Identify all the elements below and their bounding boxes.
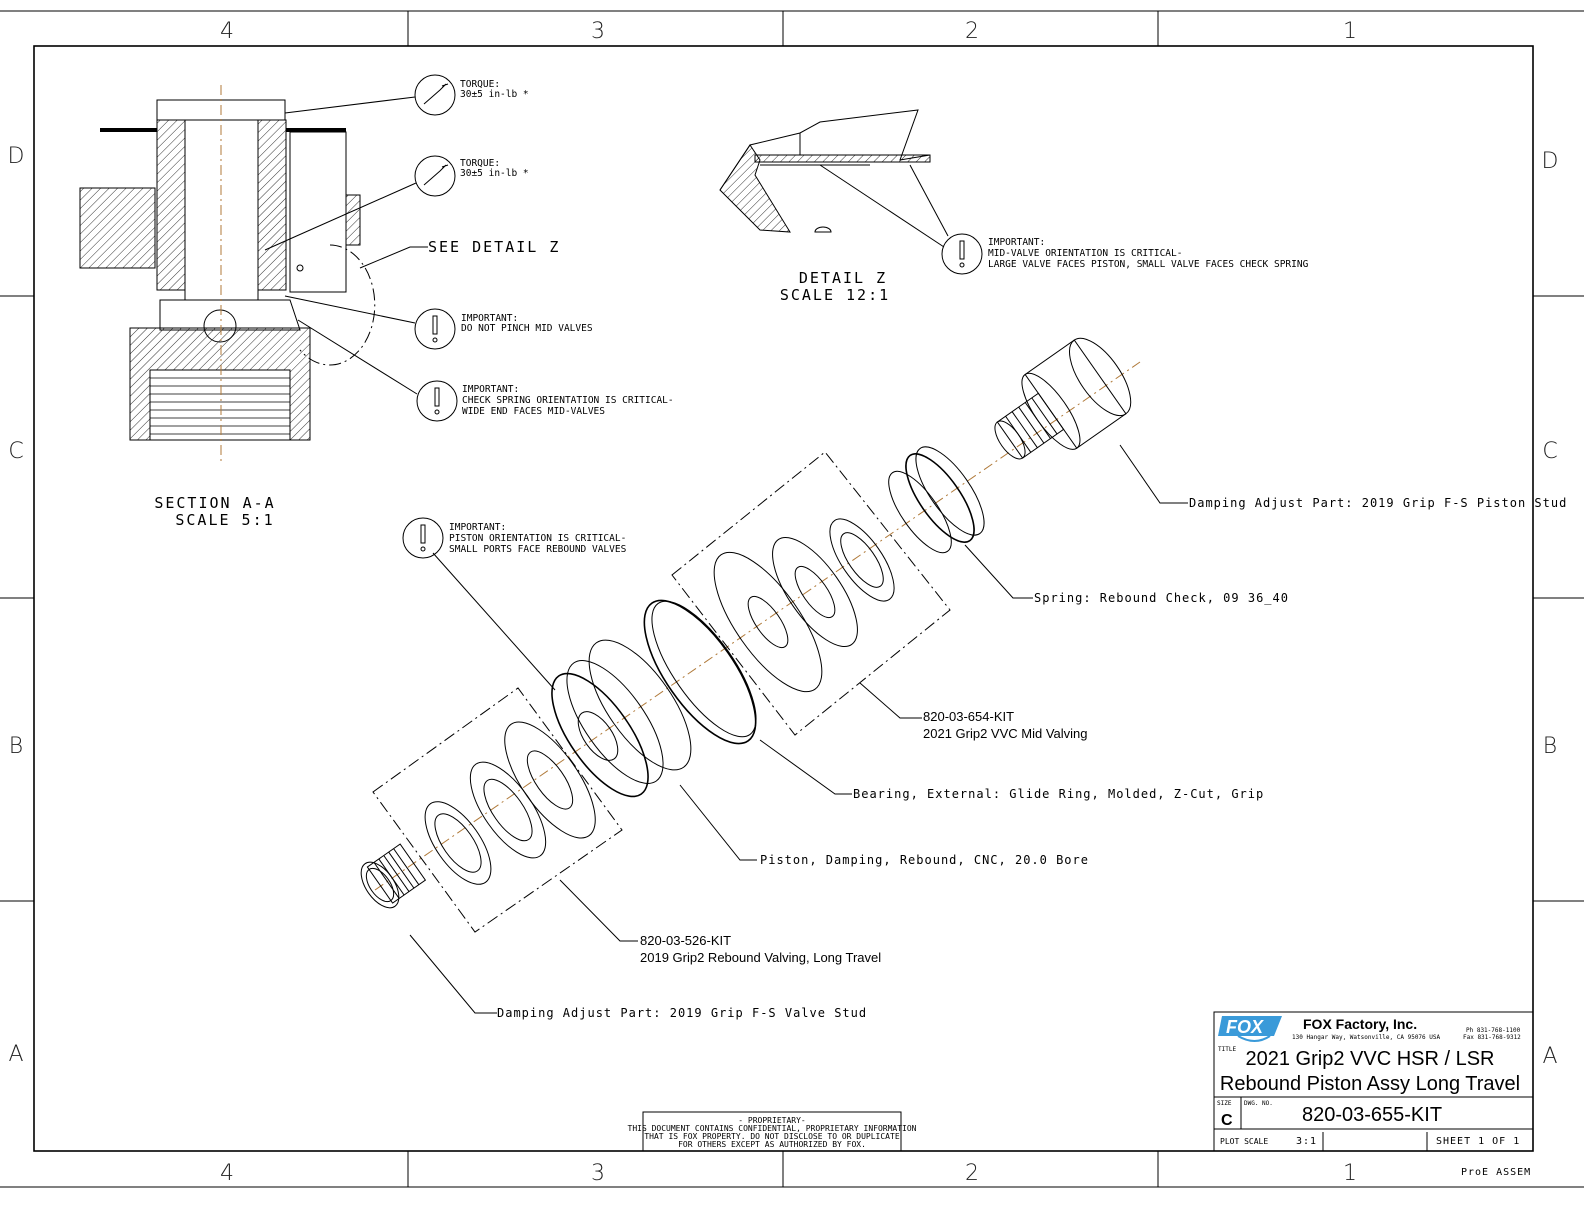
company-name: FOX Factory, Inc. (1303, 1016, 1417, 1032)
section-title: SECTION A-A (154, 494, 275, 512)
warning-icon (416, 380, 458, 422)
torque-note-2: TORQUE: 30±5 in-lb * (264, 155, 529, 251)
zone-row-right-b: B (1543, 734, 1557, 759)
proprietary-notice: - PROPRIETARY- THIS DOCUMENT CONTAINS CO… (628, 1111, 917, 1152)
label-rebound-kit-number: 820-03-526-KIT (640, 933, 731, 948)
company-address: 130 Hangar Way, Watsonville, CA 95076 US… (1292, 1034, 1440, 1041)
title-label: TITLE (1218, 1046, 1236, 1053)
label-spring: Spring: Rebound Check, 09 36_40 (1034, 591, 1289, 605)
torque-wrench-icon (414, 74, 456, 116)
torque-note-1-label: TORQUE: (460, 79, 500, 90)
zone-row-right-c: C (1542, 439, 1557, 464)
important-pinch-text: DO NOT PINCH MID VALVES (461, 323, 593, 334)
torque-note-1: TORQUE: 30±5 in-lb * (284, 74, 529, 116)
company-phone: Ph 831-768-1100 (1466, 1027, 1521, 1034)
dwg-no-label: DWG. NO. (1244, 1100, 1273, 1107)
plot-scale-value: 3:1 (1296, 1136, 1317, 1147)
warning-icon (414, 308, 456, 350)
piston-note-text-1: PISTON ORIENTATION IS CRITICAL- (449, 533, 626, 544)
proprietary-text-1: THIS DOCUMENT CONTAINS CONFIDENTIAL, PRO… (628, 1124, 917, 1133)
zone-row-left-a: A (8, 1042, 23, 1067)
see-detail-callout: SEE DETAIL Z (359, 238, 560, 269)
detail-note-text-2: LARGE VALVE FACES PISTON, SMALL VALVE FA… (988, 259, 1309, 270)
drawing-title-1: 2021 Grip2 VVC HSR / LSR (1246, 1048, 1495, 1070)
company-fax: Fax 831-768-9312 (1463, 1034, 1521, 1041)
wrench-glyph (423, 83, 449, 105)
size-label: SIZE (1217, 1100, 1232, 1107)
label-mid-kit-number: 820-03-654-KIT (923, 709, 1014, 724)
important-spring-text-2: WIDE END FACES MID-VALVES (462, 406, 605, 417)
zone-col-bottom-4: 4 (220, 1161, 234, 1186)
fox-logo: FOX (1218, 1016, 1282, 1042)
proprietary-text-2: THAT IS FOX PROPERTY. DO NOT DISCLOSE TO… (644, 1132, 899, 1141)
label-bearing: Bearing, External: Glide Ring, Molded, Z… (853, 787, 1264, 801)
piston-stud (994, 337, 1132, 460)
drawing-number: 820-03-655-KIT (1302, 1104, 1442, 1126)
plot-scale-label: PLOT SCALE (1220, 1137, 1268, 1146)
zone-col-bottom-2: 2 (965, 1161, 979, 1186)
piston (551, 639, 692, 798)
zone-labels: 4 3 2 1 4 3 2 1 D C B A D C B A (8, 19, 1559, 1186)
torque-note-2-value: 30±5 in-lb * (460, 168, 529, 179)
glide-ring (643, 599, 757, 745)
check-spring (888, 446, 985, 554)
label-rebound-kit-name: 2019 Grip2 Rebound Valving, Long Travel (640, 950, 881, 965)
label-piston: Piston, Damping, Rebound, CNC, 20.0 Bore (760, 853, 1089, 867)
label-valve-stud: Damping Adjust Part: 2019 Grip F-S Valve… (497, 1006, 867, 1020)
zone-row-left-c: C (8, 439, 23, 464)
wrench-glyph (423, 164, 449, 186)
proprietary-heading: - PROPRIETARY- (738, 1116, 805, 1125)
detail-title: DETAIL Z (799, 269, 887, 287)
section-scale: SCALE 5:1 (175, 511, 274, 529)
important-spring-text-1: CHECK SPRING ORIENTATION IS CRITICAL- (462, 395, 674, 406)
fox-logo-text: FOX (1226, 1017, 1264, 1037)
warning-icon (402, 517, 444, 559)
detail-z-drawing (719, 109, 983, 275)
zone-row-right-a: A (1542, 1044, 1557, 1069)
zone-row-left-b: B (9, 734, 23, 759)
sheet-size: C (1221, 1112, 1233, 1129)
zone-col-top-4: 4 (220, 19, 234, 44)
important-pinch-label: IMPORTANT: (461, 313, 518, 324)
detail-note-label: IMPORTANT: (988, 237, 1045, 248)
rebound-valves (424, 721, 596, 885)
torque-note-1-value: 30±5 in-lb * (460, 89, 529, 100)
zone-row-right-d: D (1542, 149, 1559, 174)
title-block: FOX FOX Factory, Inc. 130 Hangar Way, Wa… (1213, 1011, 1534, 1178)
torque-note-2-label: TORQUE: (460, 158, 500, 169)
piston-note-label: IMPORTANT: (449, 522, 506, 533)
sheet-number: SHEET 1 OF 1 (1436, 1136, 1520, 1147)
zone-col-top-3: 3 (591, 19, 605, 44)
zone-col-bottom-1: 1 (1343, 1161, 1357, 1186)
mid-valves (713, 518, 895, 693)
rebound-kit-outline (372, 687, 623, 933)
warning-icon (941, 233, 983, 275)
exploded-view-drawing (360, 337, 1188, 1014)
section-view-drawing (79, 85, 376, 462)
important-note-spring: IMPORTANT: CHECK SPRING ORIENTATION IS C… (297, 319, 674, 422)
torque-wrench-icon (414, 155, 456, 197)
mid-kit-outline (671, 451, 951, 736)
zone-col-top-2: 2 (965, 19, 979, 44)
valve-stud (360, 843, 427, 909)
label-piston-stud: Damping Adjust Part: 2019 Grip F-S Pisto… (1189, 496, 1567, 510)
see-detail-label: SEE DETAIL Z (428, 238, 560, 256)
software-label: ProE ASSEM (1461, 1167, 1531, 1178)
important-spring-label: IMPORTANT: (462, 384, 519, 395)
piston-note-text-2: SMALL PORTS FACE REBOUND VALVES (449, 544, 627, 555)
detail-note-text-1: MID-VALVE ORIENTATION IS CRITICAL- (988, 248, 1182, 259)
drawing-title-2: Rebound Piston Assy Long Travel (1220, 1073, 1520, 1095)
label-mid-kit-name: 2021 Grip2 VVC Mid Valving (923, 726, 1088, 741)
detail-scale: SCALE 12:1 (780, 286, 890, 304)
zone-col-bottom-3: 3 (591, 1161, 605, 1186)
proprietary-text-3: FOR OTHERS EXCEPT AS AUTHORIZED BY FOX. (678, 1140, 866, 1149)
zone-col-top-1: 1 (1343, 19, 1357, 44)
zone-row-left-d: D (8, 144, 25, 169)
important-note-pinch: IMPORTANT: DO NOT PINCH MID VALVES (284, 295, 593, 350)
